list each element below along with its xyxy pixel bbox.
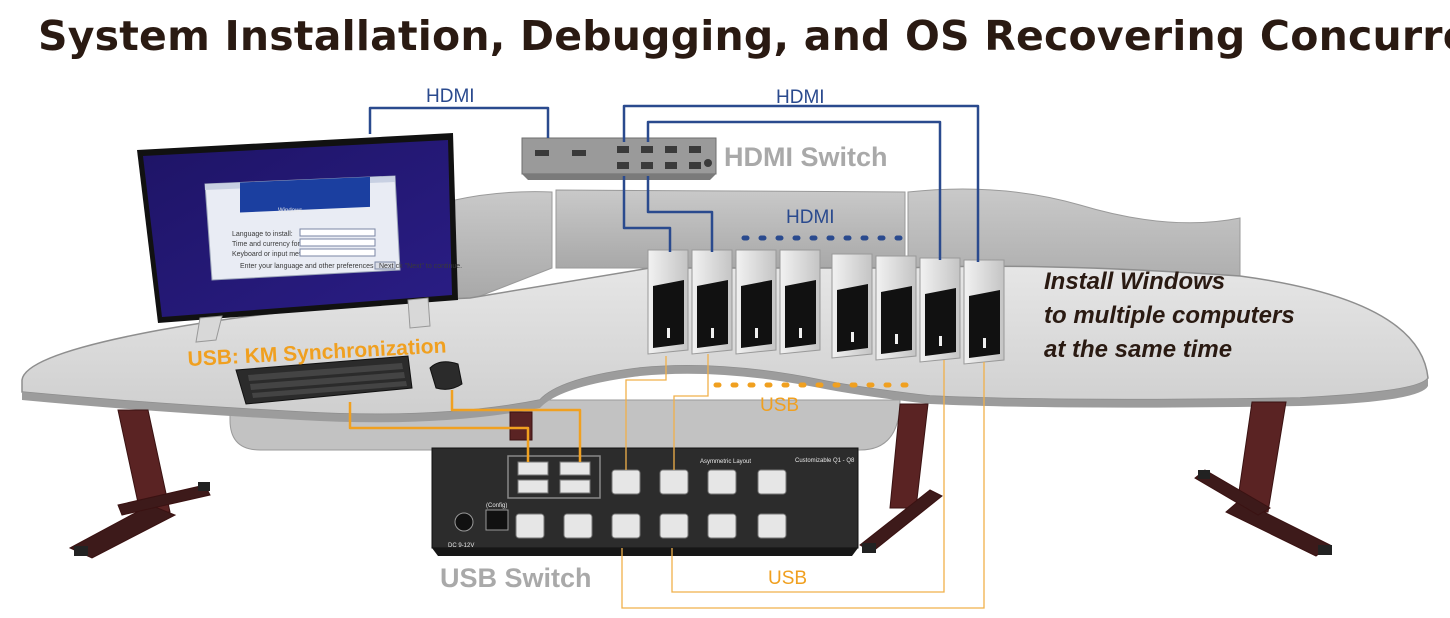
usb-thin-cables [621, 354, 985, 609]
note-line-2: to multiple computers [1044, 302, 1295, 329]
hdmi-cables [368, 104, 980, 262]
setup-next-button: Next [379, 263, 393, 270]
desktop-computer-icon [691, 249, 733, 355]
hdmi-switch-icon [521, 137, 717, 180]
usb-label-bottom: USB [768, 568, 807, 589]
desktop-computer-icon [647, 249, 689, 355]
setup-window-title: Windows [278, 208, 302, 214]
usb-cables [348, 382, 923, 462]
desktop-computer-icon [735, 249, 777, 355]
desk-legs [68, 401, 1331, 559]
note-line-1: Install Windows [1044, 268, 1225, 295]
diagram-title: System Installation, Debugging, and OS R… [38, 12, 1450, 60]
note-line-3: at the same time [1044, 336, 1232, 363]
setup-field-keyboard: Keyboard or input method: [232, 251, 315, 258]
usb-switch-config-label: (Config) [486, 503, 507, 509]
hdmi-label-monitor: HDMI [426, 86, 475, 107]
desktop-computer-icon [831, 253, 873, 359]
keyboard-icon [235, 355, 413, 405]
desktop-computer-icon [919, 257, 961, 363]
setup-footer-text: Enter your language and other preference… [240, 263, 462, 270]
desktop-computer-icon [875, 255, 917, 361]
usb-switch-power-label: DC 9-12V [448, 543, 474, 549]
usb-switch-customizable-label: Customizable Q1 - Q8 [795, 458, 855, 464]
desktop-computer-row [647, 249, 1005, 365]
usb-switch-label: USB Switch [440, 563, 592, 593]
usb-switch-icon: DC 9-12V (Config) Asymmetric Layout Cust… [431, 447, 859, 556]
setup-field-language: Language to install: [232, 231, 293, 238]
desktop-computer-icon [963, 259, 1005, 365]
hdmi-label-top: HDMI [776, 87, 825, 108]
monitor-icon: Windows Language to install: Time and cu… [137, 133, 462, 343]
setup-field-time: Time and currency format: [232, 241, 313, 248]
mouse-icon [429, 361, 463, 390]
usb-label-computers: USB [760, 395, 799, 416]
hdmi-label-computers: HDMI [786, 207, 835, 228]
hdmi-switch-label: HDMI Switch [724, 142, 888, 172]
desktop-computer-icon [779, 249, 821, 355]
usb-switch-layout-label: Asymmetric Layout [700, 459, 751, 465]
